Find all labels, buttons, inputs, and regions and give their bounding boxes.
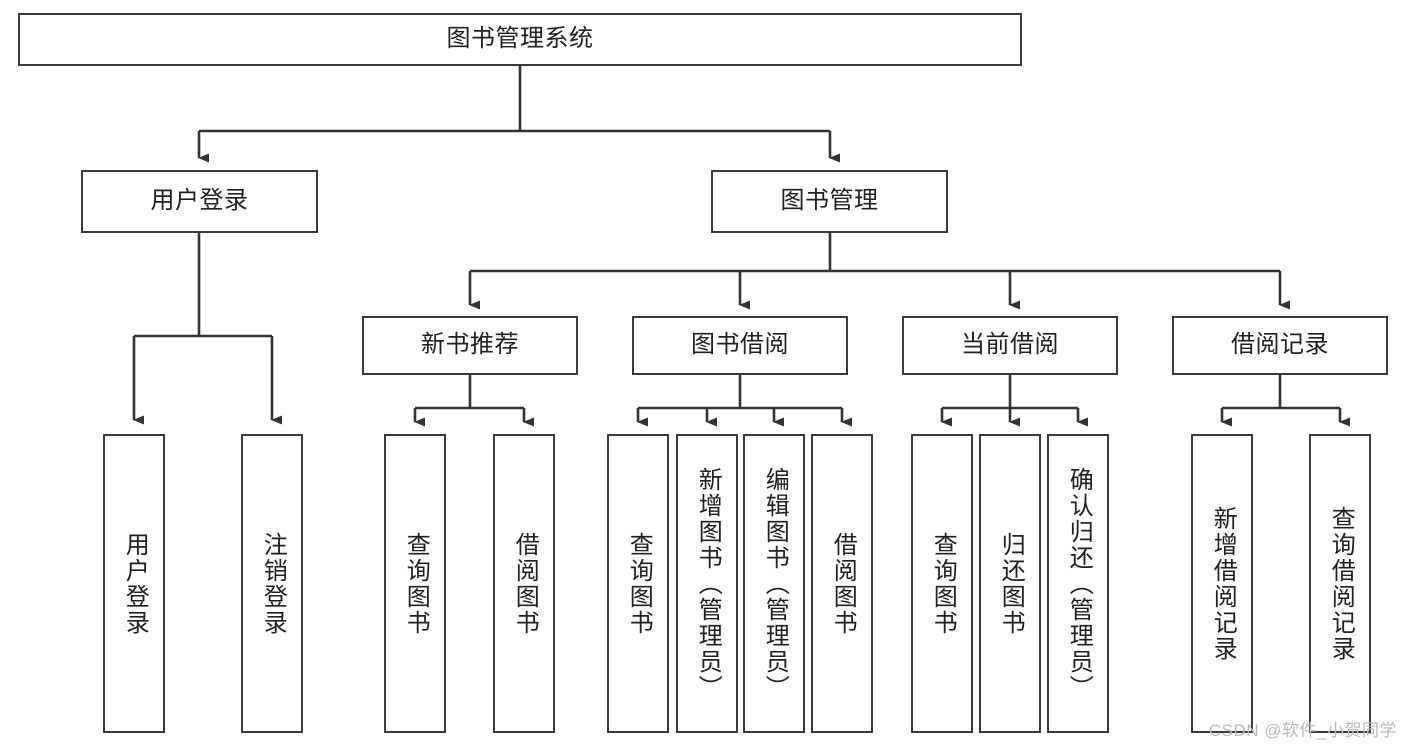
node-label: 用户登录 [150, 187, 249, 215]
leaf-borrow-borrow-book[interactable]: 借阅图书 [811, 434, 873, 733]
leaf-borrow-query-book[interactable]: 查询图书 [607, 434, 669, 733]
node-label: 查询借阅记录 [1327, 505, 1355, 662]
leaf-recommend-borrow-book[interactable]: 借阅图书 [493, 434, 555, 733]
node-root-system[interactable]: 图书管理系统 [18, 13, 1022, 66]
leaf-borrow-add-book-admin[interactable]: 新增图书（管理员） [676, 434, 738, 733]
node-label: 当前借阅 [961, 331, 1059, 359]
node-book-management[interactable]: 图书管理 [711, 170, 948, 233]
node-label: 新书推荐 [421, 331, 519, 359]
leaf-recommend-query-book[interactable]: 查询图书 [384, 434, 446, 733]
node-label: 归还图书 [997, 531, 1025, 636]
leaf-current-return-book[interactable]: 归还图书 [979, 434, 1041, 733]
node-label: 新增借阅记录 [1209, 505, 1237, 662]
node-label: 借阅图书 [829, 531, 857, 636]
leaf-current-confirm-return-admin[interactable]: 确认归还（管理员） [1047, 434, 1109, 733]
leaf-user-login-logout[interactable]: 注销登录 [241, 434, 303, 733]
node-label: 图书管理 [780, 187, 879, 215]
node-user-login[interactable]: 用户登录 [81, 170, 318, 233]
leaf-record-query-record[interactable]: 查询借阅记录 [1309, 434, 1371, 733]
node-label: 编辑图书（管理员） [761, 466, 789, 701]
leaf-user-login-login[interactable]: 用户登录 [103, 434, 165, 733]
node-new-book-recommend[interactable]: 新书推荐 [362, 316, 578, 375]
leaf-record-add-record[interactable]: 新增借阅记录 [1191, 434, 1253, 733]
node-book-borrow[interactable]: 图书借阅 [632, 316, 848, 375]
node-borrow-record[interactable]: 借阅记录 [1172, 316, 1388, 375]
node-label: 确认归还（管理员） [1065, 466, 1093, 701]
node-label: 借阅记录 [1231, 331, 1329, 359]
node-label: 查询图书 [402, 531, 430, 636]
node-label: 用户登录 [121, 531, 149, 636]
node-label: 查询图书 [929, 531, 957, 636]
node-label: 图书借阅 [691, 331, 789, 359]
node-label: 注销登录 [259, 531, 287, 636]
leaf-borrow-edit-book-admin[interactable]: 编辑图书（管理员） [743, 434, 805, 733]
node-label: 借阅图书 [511, 531, 539, 636]
node-label: 新增图书（管理员） [694, 466, 722, 701]
node-label: 查询图书 [625, 531, 653, 636]
leaf-current-query-book[interactable]: 查询图书 [911, 434, 973, 733]
node-label: 图书管理系统 [446, 25, 594, 53]
node-current-borrow[interactable]: 当前借阅 [902, 316, 1118, 375]
